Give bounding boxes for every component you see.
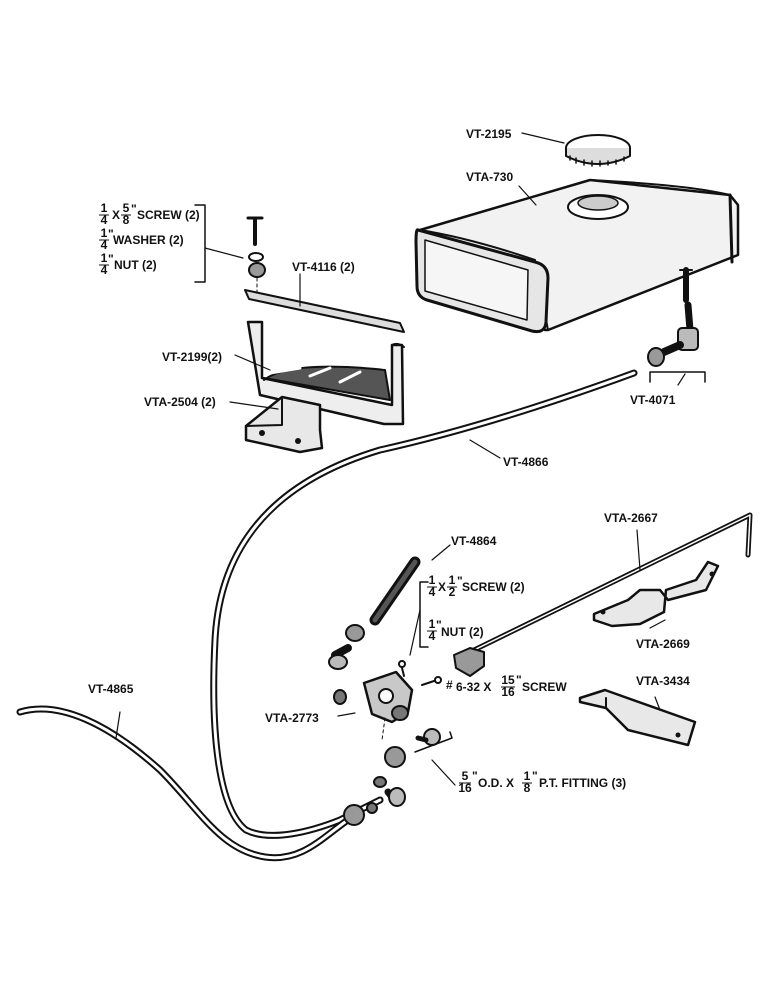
label-pt-fitting: 5 16 " O.D. X 1 8 " P.T. FITTING (3): [458, 769, 626, 795]
svg-text:": ": [108, 227, 114, 241]
label-filter-screw: 1 4 X 1 2 " SCREW (2): [427, 573, 525, 599]
svg-text:5: 5: [462, 769, 469, 783]
svg-text:15: 15: [501, 673, 515, 687]
filter-screw-bracket: [409, 581, 429, 656]
svg-text:1: 1: [429, 617, 436, 631]
label-vta-3434: VTA-3434: [636, 674, 690, 688]
tank-elbow-fitting: [647, 301, 706, 386]
svg-text:1: 1: [101, 251, 108, 265]
rubber-pad: [244, 289, 405, 333]
svg-text:6-32 X: 6-32 X: [456, 680, 491, 694]
svg-text:X: X: [438, 580, 446, 594]
label-quarter-screw: 1 4 X 5 8 " SCREW (2): [99, 201, 200, 227]
svg-text:1: 1: [429, 573, 436, 587]
label-vt-2199: VT-2199(2): [162, 350, 222, 364]
svg-text:": ": [131, 202, 137, 216]
svg-text:5: 5: [123, 201, 130, 215]
fuel-filter-tee: [328, 624, 456, 826]
svg-text:": ": [472, 769, 478, 783]
svg-text:SCREW: SCREW: [522, 680, 567, 694]
label-vt-2195: VT-2195: [466, 127, 512, 141]
label-vt-4071: VT-4071: [630, 393, 676, 407]
svg-text:1: 1: [101, 201, 108, 215]
svg-text:NUT (2): NUT (2): [114, 258, 157, 272]
svg-text:WASHER (2): WASHER (2): [113, 233, 184, 247]
fuel-tank: [414, 178, 740, 334]
tank-cap: [565, 134, 631, 167]
control-rod: [453, 512, 753, 677]
svg-text:8: 8: [123, 213, 130, 227]
label-vta-2773: VTA-2773: [265, 711, 319, 725]
label-vt-4866: VT-4866: [503, 455, 549, 469]
svg-text:1: 1: [449, 573, 456, 587]
svg-text:8: 8: [524, 781, 531, 795]
support-bracket: [578, 688, 697, 747]
svg-text:4: 4: [429, 629, 436, 643]
svg-text:16: 16: [458, 781, 472, 795]
svg-text:": ": [436, 618, 442, 632]
fuel-hose: [369, 556, 421, 626]
svg-text:NUT (2): NUT (2): [441, 625, 484, 639]
svg-text:4: 4: [101, 213, 108, 227]
label-vta-2667: VTA-2667: [604, 511, 658, 525]
label-vta-2504: VTA-2504 (2): [144, 395, 216, 409]
svg-text:4: 4: [101, 263, 108, 277]
svg-text:": ": [457, 574, 463, 588]
leader-lines: [115, 132, 565, 739]
svg-text:P.T. FITTING (3): P.T. FITTING (3): [539, 776, 626, 790]
label-quarter-washer: 1 4 " WASHER (2): [99, 226, 184, 252]
svg-text:O.D. X: O.D. X: [478, 776, 514, 790]
label-vt-4864: VT-4864: [451, 534, 497, 548]
svg-text:": ": [532, 769, 538, 783]
label-filter-nut: 1 4 " NUT (2): [427, 617, 484, 643]
label-quarter-nut: 1 4 " NUT (2): [99, 251, 157, 277]
mount-screw-stack: [194, 204, 266, 301]
svg-text:": ": [516, 673, 522, 687]
svg-text:4: 4: [429, 585, 436, 599]
svg-text:SCREW (2): SCREW (2): [137, 208, 200, 222]
svg-text:": ": [108, 252, 114, 266]
label-632-screw: # 6-32 X 15 16 " SCREW: [446, 673, 567, 699]
label-vta-2669: VTA-2669: [636, 637, 690, 651]
svg-text:2: 2: [449, 585, 456, 599]
rod-bracket: [592, 560, 720, 629]
svg-text:1: 1: [101, 226, 108, 240]
label-vt-4865: VT-4865: [88, 682, 134, 696]
svg-text:4: 4: [101, 238, 108, 252]
svg-text:1: 1: [524, 769, 531, 783]
svg-text:16: 16: [501, 685, 515, 699]
fuel-line-secondary: [16, 705, 349, 862]
svg-text:#: #: [446, 678, 453, 692]
cradle-bracket: [244, 395, 324, 454]
label-vta-730: VTA-730: [466, 170, 513, 184]
label-vt-4116: VT-4116 (2): [292, 260, 355, 274]
fuel-line-main: [210, 369, 638, 839]
svg-text:SCREW (2): SCREW (2): [462, 580, 525, 594]
svg-text:X: X: [112, 208, 120, 222]
